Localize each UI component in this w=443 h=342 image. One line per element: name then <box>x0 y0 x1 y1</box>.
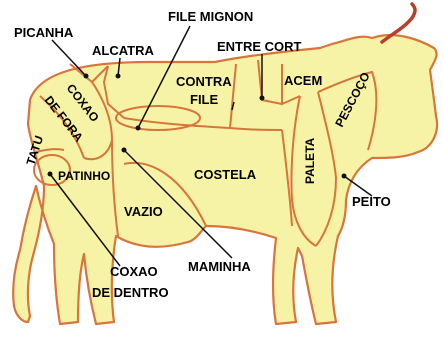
label-coxao-de-dentro-line1: COXAO <box>110 264 158 279</box>
label-file-mignon: FILE MIGNON <box>168 9 253 24</box>
label-patinho: PATINHO <box>58 169 110 183</box>
label-alcatra: ALCATRA <box>92 43 154 58</box>
marker-coxao-de-dentro <box>48 172 53 177</box>
label-picanha: PICANHA <box>14 25 74 40</box>
label-costela: COSTELA <box>194 167 257 182</box>
label-contra-file-line1: CONTRA <box>176 74 232 89</box>
label-paleta: PALETA <box>303 137 317 184</box>
marker-alcatra <box>116 74 121 79</box>
marker-peito <box>342 174 347 179</box>
label-coxao-de-dentro-line2: DE DENTRO <box>92 285 169 300</box>
label-vazio: VAZIO <box>124 204 163 219</box>
marker-entre-cort <box>260 96 265 101</box>
label-contra-file-line2: FILE <box>190 92 218 107</box>
label-maminha: MAMINHA <box>188 259 251 274</box>
label-peito: PEITO <box>352 194 391 209</box>
marker-file-mignon <box>136 126 141 131</box>
label-acem: ACEM <box>284 73 322 88</box>
label-entre-cort: ENTRE CORT <box>217 39 302 54</box>
marker-picanha <box>84 74 89 79</box>
marker-maminha <box>122 148 127 153</box>
